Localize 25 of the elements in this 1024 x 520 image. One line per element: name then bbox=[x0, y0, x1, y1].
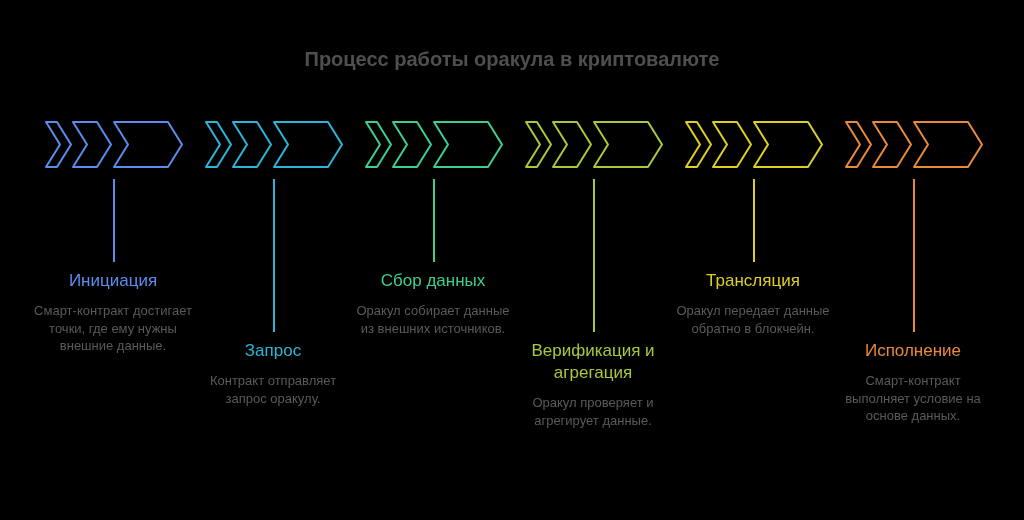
step-description: Оракул проверяет и агрегирует данные. bbox=[531, 394, 655, 429]
chevron-arrows-icon bbox=[845, 121, 983, 168]
chevron-arrows-icon bbox=[45, 121, 183, 168]
step-heading: Трансляция bbox=[705, 270, 801, 292]
connector-line bbox=[433, 178, 435, 263]
connector-line bbox=[753, 178, 755, 263]
step-heading: Запрос bbox=[243, 340, 303, 362]
step-heading: Сбор данных bbox=[379, 270, 487, 292]
step-heading: Верификация и агрегация bbox=[530, 340, 656, 384]
step-description: Контракт отправляет запрос оракулу. bbox=[208, 372, 338, 407]
connector-line bbox=[273, 178, 275, 333]
chevron-arrows-icon bbox=[205, 121, 343, 168]
chevron-arrows-icon bbox=[685, 121, 823, 168]
connector-line bbox=[593, 178, 595, 333]
chevron-arrows-icon bbox=[365, 121, 503, 168]
diagram-title: Процесс работы оракула в криптовалюте bbox=[303, 48, 721, 71]
chevron-arrows-icon bbox=[525, 121, 663, 168]
step-description: Оракул передает данные обратно в блокчейн. bbox=[675, 302, 831, 337]
step-description: Оракул собирает данные из внешних источников. bbox=[355, 302, 511, 337]
step-heading: Исполнение bbox=[863, 340, 963, 362]
connector-line bbox=[113, 178, 115, 263]
step-description: Смарт-контракт выполняет условие на основе данных. bbox=[844, 372, 982, 425]
step-description: Смарт-контракт достигает точки, где ему нужны внешние данные. bbox=[33, 302, 193, 355]
connector-line bbox=[913, 178, 915, 333]
step-heading: Инициация bbox=[67, 270, 159, 292]
